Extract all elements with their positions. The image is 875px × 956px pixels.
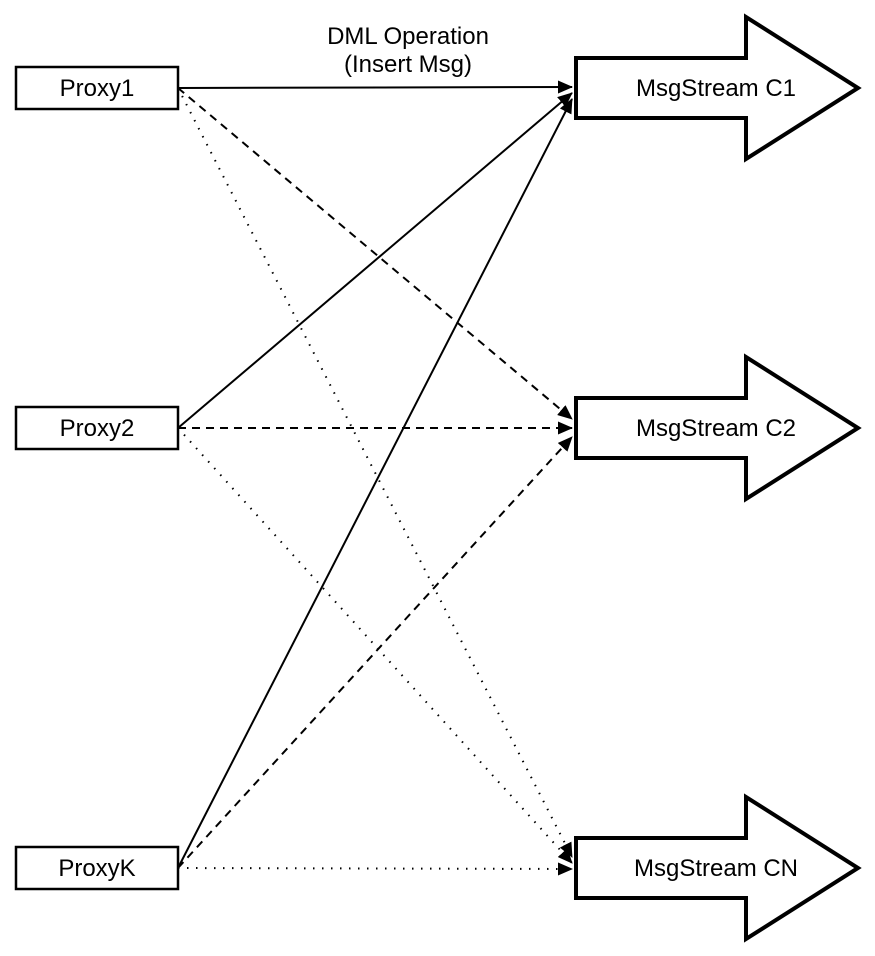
annotation-dml-operation-line1: DML Operation (327, 23, 489, 50)
msgstream-c1-arrow (574, 13, 862, 163)
msgstream-cn-arrow (574, 793, 862, 943)
edge-proxy2-cn (177, 427, 573, 864)
proxy1-box (14, 65, 180, 111)
proxyk-label: ProxyK (58, 855, 135, 882)
edge-proxy1-c1 (177, 80, 573, 94)
msgstream-c1-label: MsgStream C1 (636, 75, 796, 102)
edge-proxyk-c1 (177, 98, 573, 869)
proxyk-box (14, 845, 180, 891)
msgstream-c1-node: MsgStream C1 (574, 13, 862, 163)
msgstream-c2-label: MsgStream C2 (636, 415, 796, 442)
edge-proxy1-cn (177, 87, 573, 858)
edge-proxyk-c2 (177, 436, 573, 869)
msgstream-c2-arrow (574, 353, 862, 503)
proxy1-node: Proxy1 (14, 65, 180, 111)
msgstream-cn-node: MsgStream CN (574, 793, 862, 943)
edge-proxy2-c1 (177, 92, 573, 429)
proxy2-node: Proxy2 (14, 405, 180, 451)
proxyk-node: ProxyK (14, 845, 180, 891)
edge-proxy1-c2 (177, 87, 573, 420)
proxy2-label: Proxy2 (60, 415, 135, 442)
proxy2-box (14, 405, 180, 451)
proxy1-label: Proxy1 (60, 75, 135, 102)
edge-proxyk-cn (177, 862, 573, 876)
msgstream-cn-label: MsgStream CN (634, 855, 798, 882)
annotation-dml-operation-line2: (Insert Msg) (344, 51, 472, 78)
msgstream-c2-node: MsgStream C2 (574, 353, 862, 503)
